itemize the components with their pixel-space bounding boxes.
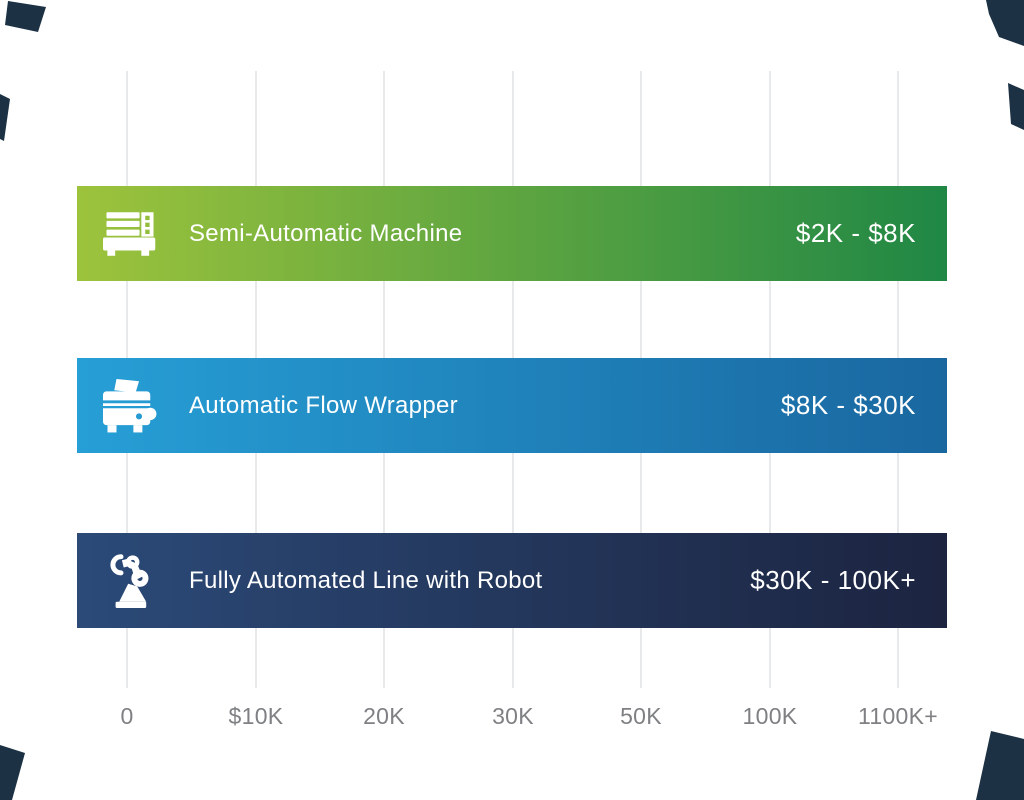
bar-value: $2K - $8K	[795, 218, 916, 248]
x-axis-tick: 1100K+	[857, 703, 939, 729]
x-axis-tick: $10K	[228, 703, 284, 729]
bar-label: Semi-Automatic Machine	[189, 219, 463, 247]
bar-label: Automatic Flow Wrapper	[189, 391, 458, 419]
semi-automatic-machine-icon	[103, 207, 157, 261]
flow-wrapper-icon	[103, 378, 157, 433]
x-axis-tick: 30K	[492, 703, 534, 729]
x-axis-tick: 50K	[620, 703, 662, 729]
corner-mark	[5, 1, 46, 32]
bar-fully-automated-line-with-robot: Fully Automated Line with Robot $30K - 1…	[77, 533, 947, 628]
bar-label: Fully Automated Line with Robot	[189, 566, 543, 594]
x-axis-tick: 0	[120, 703, 134, 729]
x-axis-tick: 100K	[742, 703, 798, 729]
corner-mark	[0, 745, 25, 800]
corner-mark	[1008, 83, 1024, 130]
bar-automatic-flow-wrapper: Automatic Flow Wrapper $8K - $30K	[77, 358, 947, 453]
x-axis-tick: 20K	[363, 703, 405, 729]
robot-arm-icon	[103, 553, 157, 608]
bar-value: $30K - 100K+	[750, 565, 916, 595]
corner-mark	[0, 94, 10, 141]
bar-value: $8K - $30K	[780, 390, 916, 420]
bar-semi-automatic-machine: Semi-Automatic Machine $2K - $8K	[77, 186, 947, 281]
corner-mark	[986, 0, 1024, 46]
corner-mark	[976, 731, 1024, 800]
